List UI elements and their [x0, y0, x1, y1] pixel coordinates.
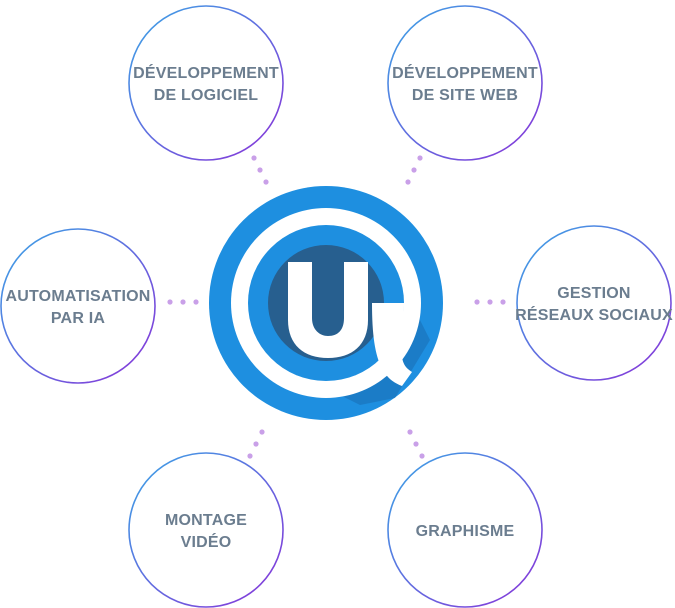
service-label: DE SITE WEB — [412, 87, 518, 104]
service-label: GESTION — [557, 285, 630, 302]
service-label: RÉSEAUX SOCIAUX — [515, 305, 673, 324]
service-ring — [128, 5, 284, 161]
service-label: GRAPHISME — [416, 523, 515, 540]
service-label: DÉVELOPPEMENT — [392, 63, 538, 82]
service-label: DÉVELOPPEMENT — [133, 63, 279, 82]
at-u-logo-icon — [209, 186, 443, 420]
service-ring — [0, 228, 156, 384]
service-label: PAR IA — [51, 310, 105, 327]
service-ring — [387, 452, 543, 608]
connector-dots — [167, 155, 506, 459]
service-node-dev-logiciel: DÉVELOPPEMENT DE LOGICIEL — [128, 5, 284, 161]
service-label: VIDÉO — [181, 532, 232, 551]
service-label: DE LOGICIEL — [154, 87, 258, 104]
service-node-dev-site-web: DÉVELOPPEMENT DE SITE WEB — [387, 5, 543, 161]
service-ring — [128, 452, 284, 608]
service-ring — [387, 5, 543, 161]
service-node-graphisme: GRAPHISME — [387, 452, 543, 608]
service-node-automatisation: AUTOMATISATION PAR IA — [0, 228, 156, 384]
service-node-gestion-reseaux: GESTION RÉSEAUX SOCIAUX — [515, 225, 673, 381]
service-node-montage-video: MONTAGE VIDÉO — [128, 452, 284, 608]
service-ring — [516, 225, 672, 381]
service-label: MONTAGE — [165, 512, 247, 529]
service-label: AUTOMATISATION — [5, 288, 150, 305]
